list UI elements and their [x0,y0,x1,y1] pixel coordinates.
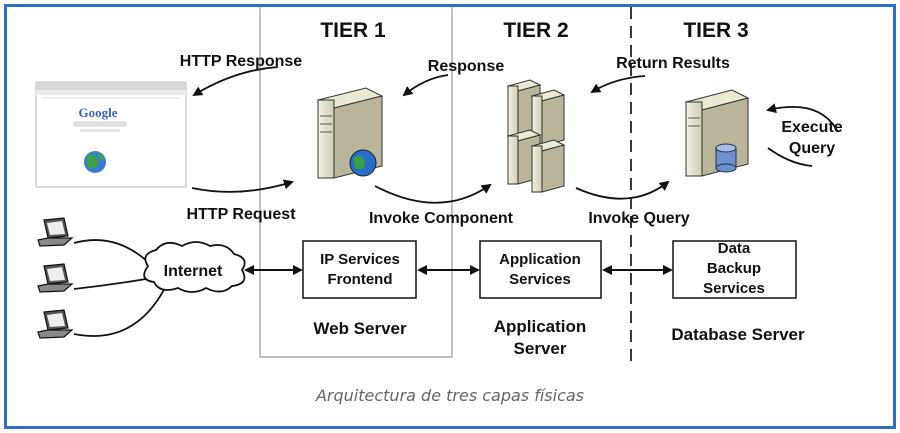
web-server-icon [316,87,384,179]
internet-label: Internet [164,263,223,280]
laptop-icon [37,263,74,293]
tier2-title: TIER 2 [503,19,568,42]
tier3-title: TIER 3 [683,19,748,42]
data-backup-box [672,240,797,299]
invoke-component-label: Invoke Component [369,210,514,227]
google-logo: Google [79,105,118,120]
web-frontend-label-1: IP Services [320,251,400,268]
data-backup-label-3: Services [703,280,765,297]
figure-frame [4,4,896,429]
web-server-label: Web Server [313,319,407,338]
laptop-link-1 [73,239,149,263]
http-request-arrow [191,179,294,193]
response-label: Response [428,58,505,75]
http-request-label: HTTP Request [186,206,296,223]
app-server-cluster-icon [506,79,566,193]
database-server-label: Database Server [671,325,805,344]
database-server-icon [684,89,750,177]
web-frontend-box [302,240,417,299]
application-server-label-1: Application [494,317,587,336]
browser-window: Google [35,81,187,188]
internet-cloud-icon [143,241,246,293]
return-results-arrow [590,75,646,94]
laptop-icon [37,309,74,339]
web-frontend-label-2: Frontend [328,271,393,288]
data-backup-label-2: Backup [707,260,761,277]
response-arrow [402,74,449,97]
application-server-label-2: Server [514,339,567,358]
execute-query-return [767,147,813,167]
execute-query-arrow [766,103,839,133]
execute-query-label-1: Execute [781,119,842,136]
execute-query-label-2: Query [789,140,835,157]
application-services-label-2: Services [509,271,571,288]
application-services-box [479,240,602,299]
invoke-query-arrow [575,180,670,200]
data-backup-label-1: Data [718,240,751,257]
figure-caption: Arquitectura de tres capas físicas [315,386,584,405]
laptop-link-3 [73,285,167,337]
http-response-arrow [192,66,279,97]
application-services-label-1: Application [499,251,581,268]
laptop-icon [37,217,74,247]
invoke-query-label: Invoke Query [588,210,689,227]
tier1-title: TIER 1 [320,19,386,42]
laptop-link-2 [73,278,147,290]
return-results-label: Return Results [616,55,730,72]
invoke-component-arrow [374,183,492,204]
http-response-label: HTTP Response [180,53,303,70]
database-icon [715,143,737,173]
